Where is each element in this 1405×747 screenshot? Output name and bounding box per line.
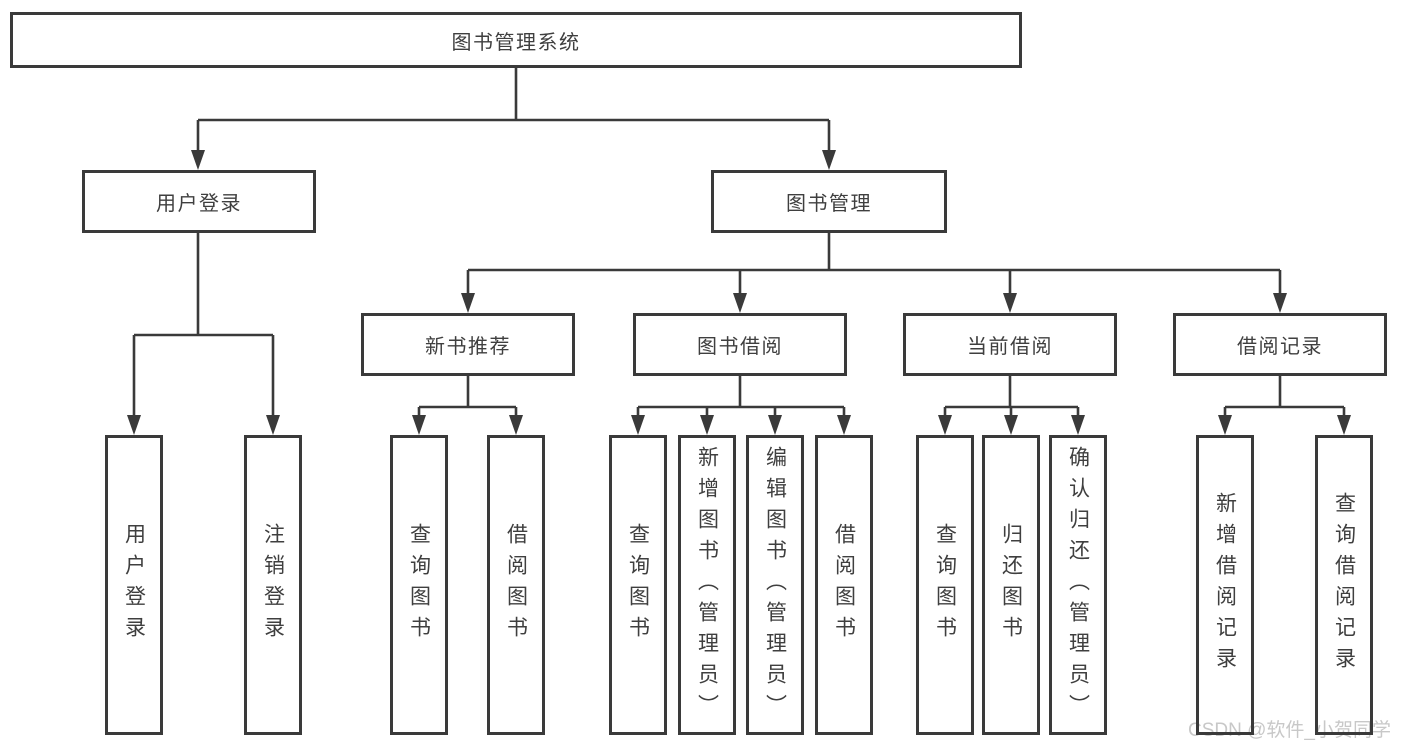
leaf-br-add-record-label: 新增借阅记录 bbox=[1213, 492, 1237, 678]
leaf-nbr-borrow-book: 借阅图书 bbox=[487, 435, 545, 735]
edge-book-borrow-children bbox=[631, 376, 851, 435]
edge-borrow-records-children bbox=[1218, 376, 1351, 435]
leaf-bb-add-book: 新增图书（管理员） bbox=[678, 435, 736, 735]
node-book-management: 图书管理 bbox=[711, 170, 947, 233]
leaf-bb-borrow-book-label: 借阅图书 bbox=[832, 523, 856, 647]
edge-root-to-level2 bbox=[191, 68, 836, 170]
leaf-cb-confirm-return: 确认归还（管理员） bbox=[1049, 435, 1107, 735]
leaf-user-login-label: 用户登录 bbox=[122, 523, 146, 647]
node-book-borrow: 图书借阅 bbox=[633, 313, 847, 376]
leaf-nbr-query-book: 查询图书 bbox=[390, 435, 448, 735]
leaf-user-login: 用户登录 bbox=[105, 435, 163, 735]
leaf-cb-return-book-label: 归还图书 bbox=[999, 523, 1023, 647]
leaf-nbr-query-book-label: 查询图书 bbox=[407, 523, 431, 647]
leaf-cb-query-book: 查询图书 bbox=[916, 435, 974, 735]
leaf-cb-query-book-label: 查询图书 bbox=[933, 523, 957, 647]
leaf-bb-add-book-label: 新增图书（管理员） bbox=[695, 445, 719, 725]
edge-book-mgmt-children bbox=[461, 233, 1287, 313]
edge-new-book-rec-children bbox=[412, 376, 523, 435]
node-borrow-records: 借阅记录 bbox=[1173, 313, 1387, 376]
leaf-bb-borrow-book: 借阅图书 bbox=[815, 435, 873, 735]
node-new-book-recommend: 新书推荐 bbox=[361, 313, 575, 376]
edge-current-borrow-children bbox=[938, 376, 1085, 435]
watermark: CSDN @软件_小贺同学 bbox=[1188, 720, 1391, 741]
leaf-logout-label: 注销登录 bbox=[261, 523, 285, 647]
leaf-bb-edit-book-label: 编辑图书（管理员） bbox=[763, 445, 787, 725]
leaf-cb-return-book: 归还图书 bbox=[982, 435, 1040, 735]
node-root-system: 图书管理系统 bbox=[10, 12, 1022, 68]
leaf-bb-query-book-label: 查询图书 bbox=[626, 523, 650, 647]
leaf-br-query-record: 查询借阅记录 bbox=[1315, 435, 1373, 735]
leaf-br-add-record: 新增借阅记录 bbox=[1196, 435, 1254, 735]
node-user-login: 用户登录 bbox=[82, 170, 316, 233]
leaf-nbr-borrow-book-label: 借阅图书 bbox=[504, 523, 528, 647]
leaf-cb-confirm-return-label: 确认归还（管理员） bbox=[1066, 445, 1090, 725]
edge-user-login-children bbox=[127, 233, 280, 435]
leaf-logout: 注销登录 bbox=[244, 435, 302, 735]
leaf-br-query-record-label: 查询借阅记录 bbox=[1332, 492, 1356, 678]
leaf-bb-query-book: 查询图书 bbox=[609, 435, 667, 735]
leaf-bb-edit-book: 编辑图书（管理员） bbox=[746, 435, 804, 735]
node-current-borrow: 当前借阅 bbox=[903, 313, 1117, 376]
